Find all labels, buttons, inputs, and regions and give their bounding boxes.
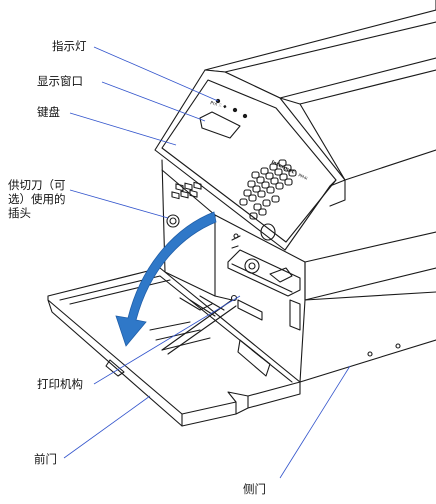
- cutter-socket-inner: [169, 217, 177, 225]
- leader-cutter-socket: [69, 189, 169, 219]
- cutter-socket: [166, 214, 180, 228]
- leader-display-window: [101, 81, 206, 122]
- label-cutter-socket-line1: 供切刀（可: [8, 178, 66, 192]
- label-display-window: 显示窗口: [37, 74, 83, 88]
- side-panel-bottom: [299, 291, 436, 383]
- side-screw-1: [367, 351, 373, 357]
- leader-indicator-light: [93, 46, 219, 102]
- display-window: [199, 111, 241, 139]
- leader-side-door: [279, 365, 351, 479]
- printer-front-center: [214, 214, 306, 301]
- leader-print-mechanism: [93, 295, 241, 385]
- panel-model: PM4i: [298, 172, 309, 181]
- leader-keypad: [69, 112, 177, 146]
- printer-top-cover: [204, 0, 436, 73]
- printer-top-ridge: [279, 69, 436, 105]
- door-open-arrow: [115, 211, 217, 347]
- label-cutter-socket-line3: 插头: [8, 206, 31, 220]
- label-side-door: 侧门: [243, 482, 266, 496]
- side-screw-2: [395, 343, 401, 349]
- indicator-light-2: [232, 107, 238, 113]
- front-door: [47, 267, 301, 427]
- control-panel-face: [161, 79, 337, 243]
- leader-front-door: [63, 395, 151, 459]
- panel-indicator-marks: Prn ⎍ ◆: [210, 100, 228, 110]
- label-front-door: 前门: [34, 452, 57, 466]
- side-door-edge: [329, 179, 346, 207]
- label-indicator-light: 指示灯: [52, 39, 87, 53]
- enter-key: [260, 223, 276, 241]
- door-link-arm: [161, 299, 237, 355]
- printer-side-panel: [299, 103, 436, 187]
- label-cutter-socket-line2: 选）使用的: [8, 192, 66, 206]
- label-keypad: 键盘: [37, 105, 60, 119]
- alphanumeric-keypad: [239, 159, 297, 220]
- indicator-light-3: [242, 113, 248, 119]
- label-print-mechanism: 打印机构: [37, 377, 83, 391]
- control-panel: [154, 69, 346, 251]
- print-mechanism: [227, 233, 301, 331]
- side-panel-lower: [304, 231, 436, 301]
